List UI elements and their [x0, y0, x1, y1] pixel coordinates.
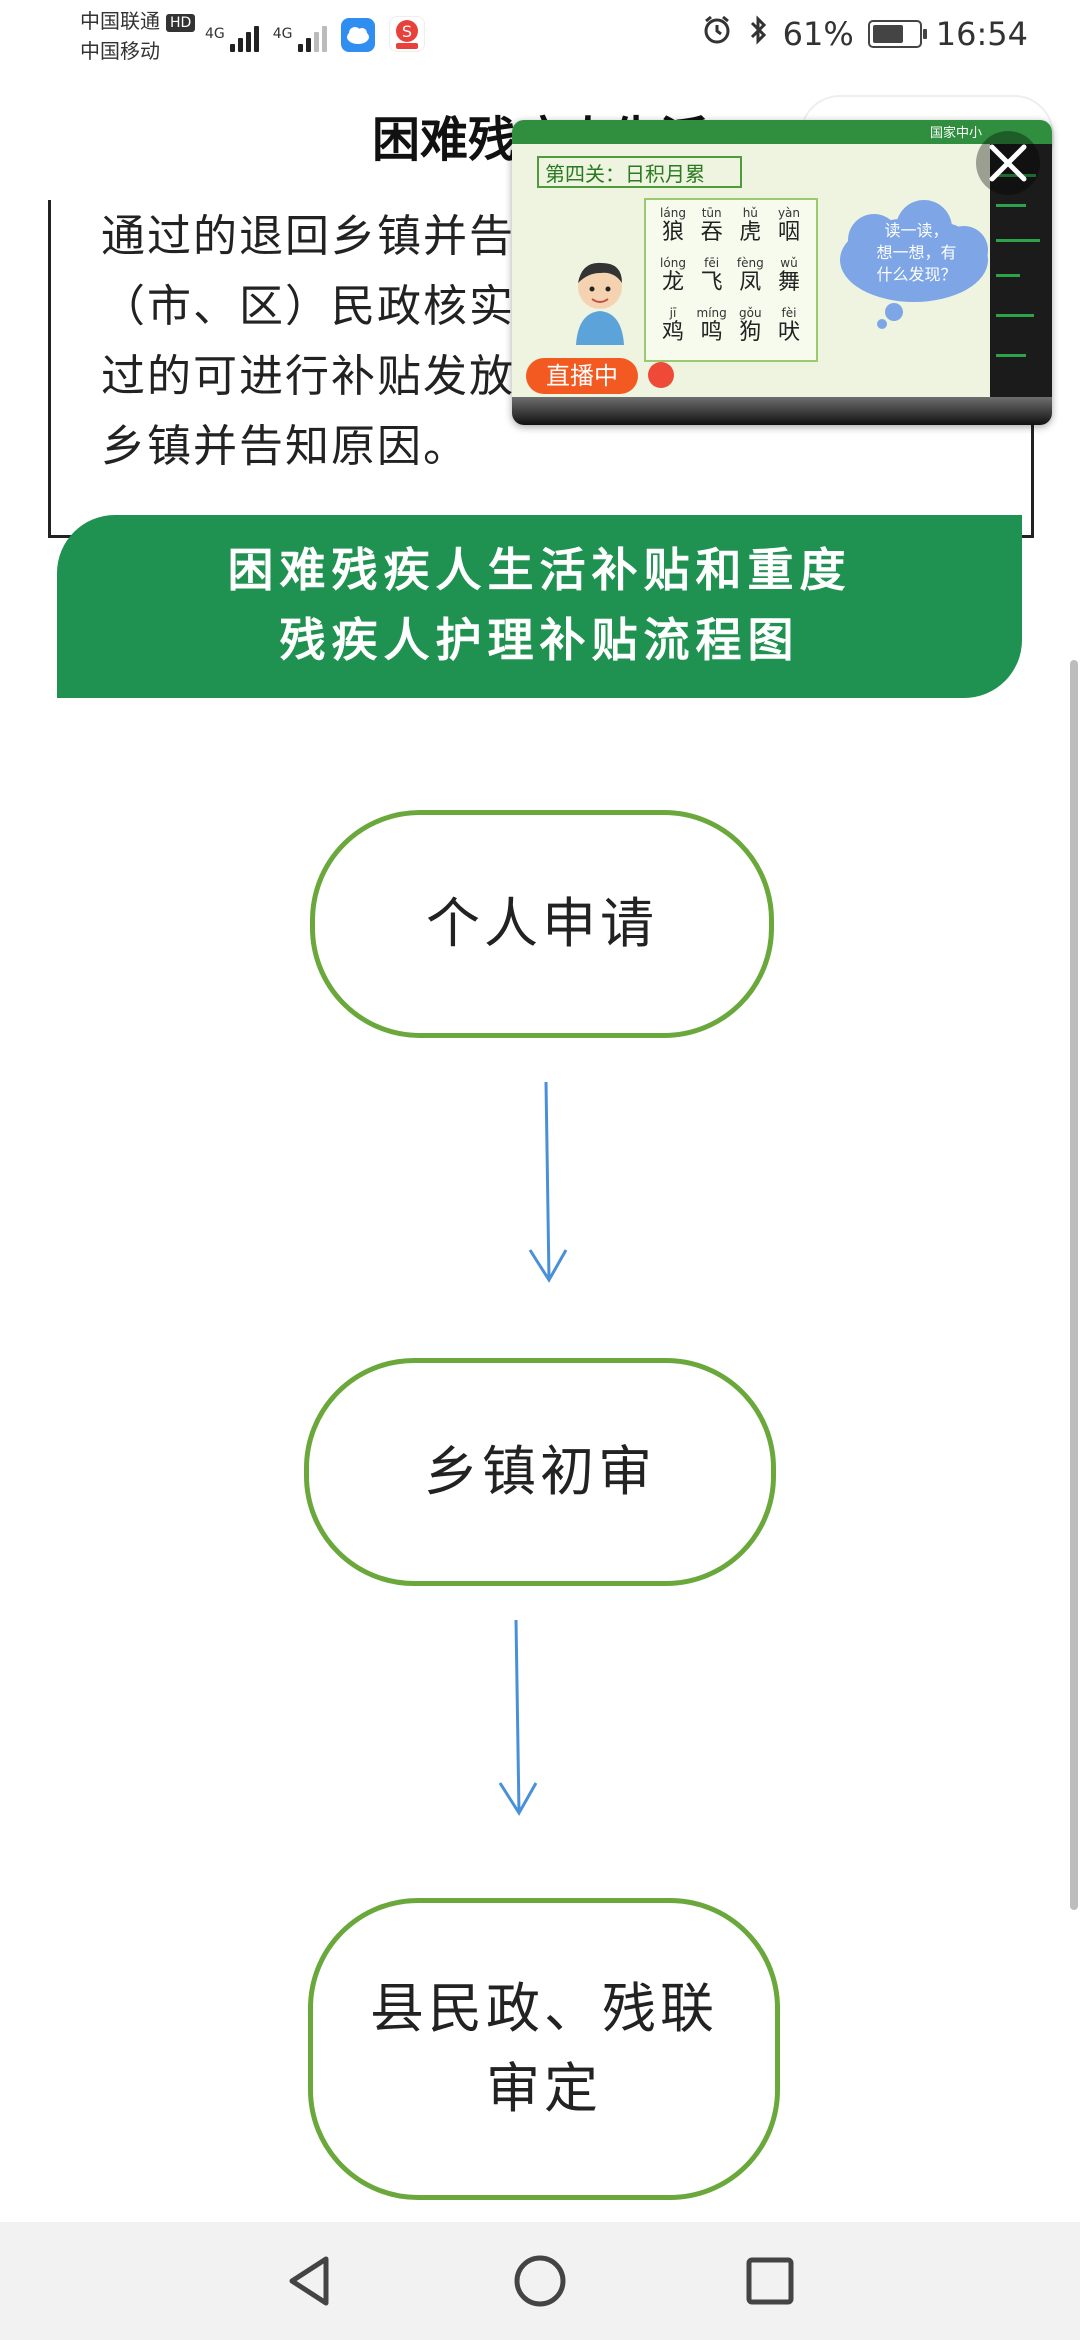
pinyin: hǔ: [742, 206, 758, 220]
flow-arrow-2: [498, 1619, 538, 1816]
home-circle-icon: [514, 2255, 566, 2307]
video-controls[interactable]: [512, 397, 1052, 425]
hanzi: 狼: [661, 220, 684, 245]
alarm-icon: [701, 14, 733, 54]
network-type-2: 4G: [272, 26, 293, 42]
svg-text:S: S: [401, 22, 411, 41]
carrier-2: 中国移动: [80, 39, 160, 63]
cartoon-boy-icon: [576, 262, 624, 345]
video-top-bar: 国家中小: [512, 120, 1052, 144]
thought-cloud-icon: [840, 200, 988, 329]
flow-step-label: 乡镇初审: [424, 1440, 656, 1503]
cloud-prompt: 读一读， 想一想，有 什么发现？: [844, 220, 989, 286]
pinyin: tūn: [701, 206, 722, 220]
carrier-1: 中国联通: [80, 9, 160, 33]
network-type-1: 4G: [205, 26, 225, 42]
lesson-title: 第四关：日积月累: [537, 156, 742, 188]
status-bar: 中国联通 HD 中国移动 4G 4G S 61% 16:54: [0, 0, 1080, 80]
pinyin: gǒu: [739, 306, 762, 320]
recents-button[interactable]: [710, 2222, 830, 2340]
hanzi: 凤: [739, 270, 762, 295]
cloud-line-2: 想一想，有: [876, 243, 957, 262]
cloud-line-3: 什么发现？: [876, 265, 957, 284]
video-header-text: 国家中小: [929, 126, 982, 141]
flowchart-banner: 困难残疾人生活补贴和重度 残疾人护理补贴流程图: [57, 515, 1022, 698]
hanzi: 咽: [777, 220, 800, 245]
status-right: 61% 16:54: [701, 14, 1028, 54]
pinyin: fēi: [704, 256, 720, 270]
shopping-app-icon: S: [388, 16, 425, 52]
hanzi: 鸣: [700, 320, 723, 345]
banner-line-1: 困难残疾人生活补贴和重度: [227, 543, 852, 597]
cloud-app-icon: [340, 18, 375, 52]
cloud-line-1: 读一读，: [884, 221, 949, 240]
bluetooth-icon: [747, 14, 769, 54]
pinyin: fèng: [736, 256, 764, 270]
pinyin: fèi: [781, 306, 797, 320]
battery-charging-icon: [867, 20, 927, 48]
body-line-3: 过的可进行补贴发放: [101, 351, 515, 402]
back-triangle-icon: [289, 2256, 329, 2306]
pinyin: láng: [660, 206, 686, 220]
flow-step-label: 个人申请: [426, 892, 658, 955]
hanzi: 龙: [661, 270, 684, 295]
close-icon: [976, 131, 1040, 195]
flow-step-label-line-2: 审定: [486, 2057, 602, 2120]
pinyin: jī: [669, 306, 677, 320]
flow-step-apply: 个人申请: [310, 810, 774, 1038]
hanzi: 舞: [777, 270, 800, 295]
pinyin: wǔ: [780, 256, 798, 270]
system-nav-bar: [0, 2222, 1080, 2340]
home-button[interactable]: [480, 2222, 600, 2340]
pinyin: lóng: [660, 256, 686, 270]
body-line-2: （市、区）民政核实: [101, 281, 515, 332]
flow-step-county-approval: 县民政、残联 审定: [308, 1898, 780, 2200]
hanzi: 鸡: [661, 320, 684, 345]
flow-step-label-line-1: 县民政、残联: [370, 1977, 718, 2040]
pinyin: míng: [696, 306, 727, 320]
live-badge: 直播中: [526, 358, 638, 394]
battery-percent: 61%: [782, 15, 854, 53]
clock-time: 16:54: [935, 15, 1028, 53]
page-scrollbar[interactable]: [1070, 660, 1078, 1910]
live-indicator-dot: [648, 362, 674, 388]
hanzi: 虎: [739, 220, 762, 245]
signal-strength-icon-2: 4G: [273, 26, 327, 52]
flow-step-township-review: 乡镇初审: [304, 1358, 776, 1586]
hd-badge: HD: [166, 13, 196, 32]
back-button[interactable]: [250, 2222, 370, 2340]
body-line-4: 乡镇并告知原因。: [101, 421, 469, 472]
hanzi: 吞: [700, 220, 723, 245]
signal-group: 4G 4G S: [205, 16, 425, 52]
hanzi: 飞: [700, 270, 723, 295]
close-video-button[interactable]: [975, 130, 1041, 196]
banner-line-2: 残疾人护理补贴流程图: [279, 613, 800, 667]
carrier-info: 中国联通 HD 中国移动: [80, 6, 196, 66]
body-line-1: 通过的退回乡镇并告: [101, 211, 515, 262]
recents-square-icon: [746, 2257, 794, 2305]
hanzi: 狗: [739, 320, 762, 345]
flow-arrow-1: [528, 1081, 568, 1283]
hanzi: 吠: [777, 320, 800, 345]
signal-strength-icon: 4G: [205, 26, 259, 52]
video-chat-panel: [990, 144, 1052, 399]
pinyin: yàn: [777, 206, 800, 220]
